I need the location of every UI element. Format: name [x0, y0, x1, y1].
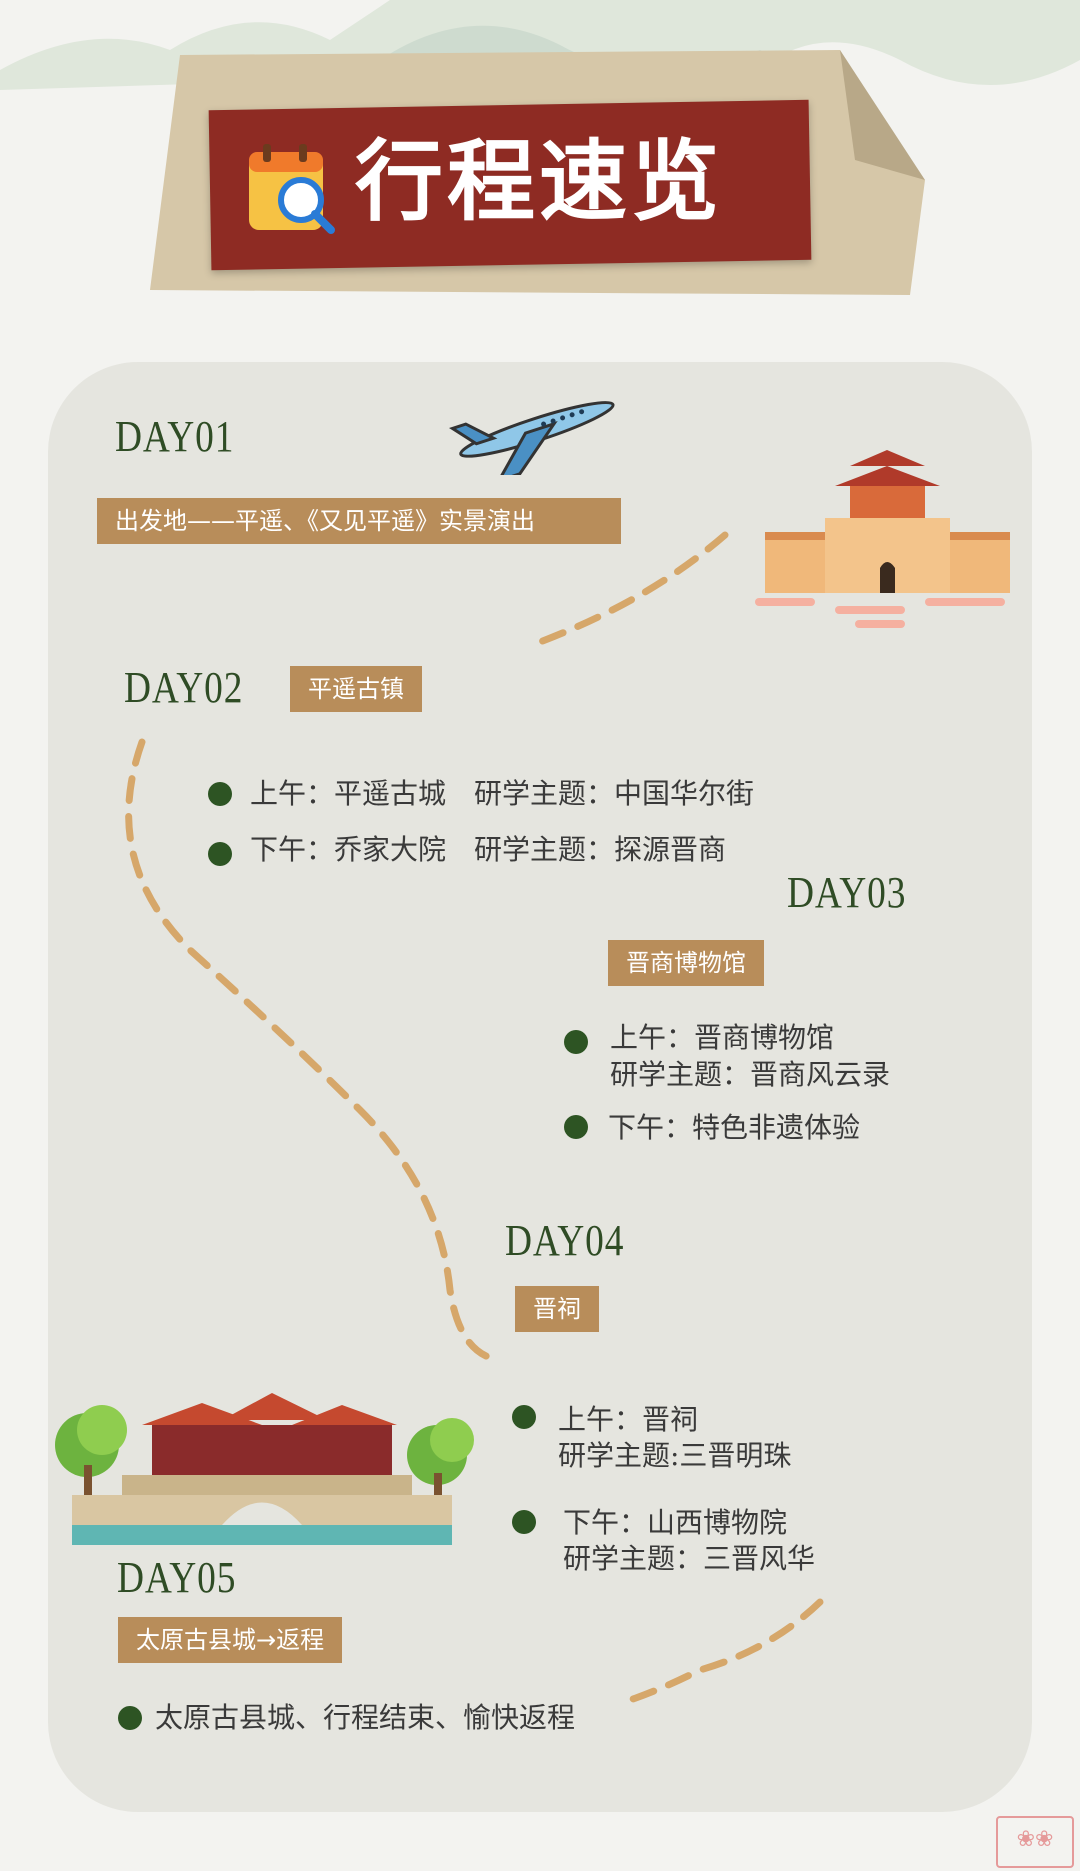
day-tag: 平遥古镇: [290, 666, 422, 712]
day-tag: 晋商博物馆: [608, 940, 764, 986]
itinerary-card: [48, 362, 1032, 1812]
schedule-line: 上午：晋祠: [558, 1403, 699, 1436]
schedule-line: 研学主题:三晋明珠: [558, 1439, 792, 1472]
schedule-line: 下午：乔家大院 研学主题：探源晋商: [250, 833, 727, 866]
calendar-search-icon: [249, 144, 335, 234]
bullet-dot: [564, 1030, 588, 1054]
day-tag: 晋祠: [515, 1286, 599, 1332]
day-label: DAY05: [117, 1553, 237, 1602]
city-gate-icon: [755, 450, 1010, 628]
bullet-dot: [564, 1115, 588, 1139]
day-label: DAY03: [787, 868, 907, 917]
day-label: DAY02: [124, 663, 244, 712]
bullet-dot: [208, 782, 232, 806]
day-label: DAY01: [115, 412, 235, 461]
airplane-icon: [449, 401, 615, 475]
schedule-line: 太原古县城、行程结束、愉快返程: [155, 1701, 576, 1734]
schedule-line: 研学主题：晋商风云录: [610, 1058, 891, 1091]
bullet-dot: [118, 1706, 142, 1730]
schedule-line: 下午：山西博物院: [563, 1506, 788, 1539]
day-tag: 出发地——平遥、《又见平遥》实景演出: [97, 498, 621, 544]
day-label: DAY04: [505, 1216, 625, 1265]
page-title: 行程速览: [355, 130, 724, 233]
bullet-dot: [208, 842, 232, 866]
day-tag: 太原古县城→返程: [118, 1617, 343, 1663]
bridge-temple-icon: [55, 1393, 474, 1545]
schedule-line: 研学主题：三晋风华: [563, 1542, 816, 1575]
watermark-stamp: ❀❀: [996, 1816, 1074, 1868]
bullet-dot: [512, 1510, 536, 1534]
schedule-line: 上午：平遥古城 研学主题：中国华尔街: [250, 777, 755, 810]
schedule-line: 下午：特色非遗体验: [608, 1111, 861, 1144]
schedule-line: 上午：晋商博物馆: [610, 1021, 835, 1054]
bullet-dot: [512, 1405, 536, 1429]
